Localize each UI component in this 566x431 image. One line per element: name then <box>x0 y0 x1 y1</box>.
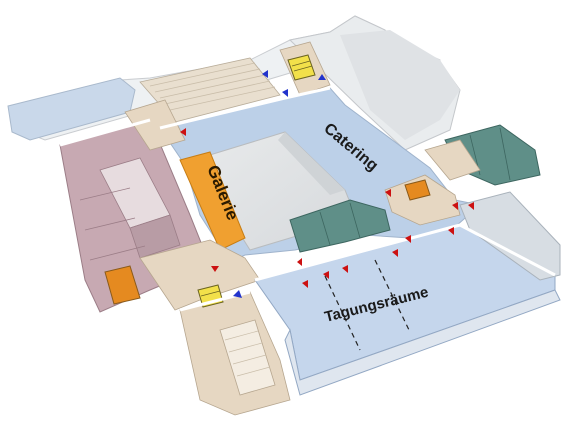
stairs-icon <box>139 57 281 123</box>
triangle-arrow-red-icon <box>468 202 474 210</box>
triangle-arrow-red-icon <box>323 271 329 279</box>
room-orange-right <box>404 179 431 201</box>
conference-hall <box>254 191 561 396</box>
beige-rooms-lower <box>139 239 291 416</box>
triangle-arrow-blue-icon <box>262 70 268 78</box>
triangle-arrow-red-icon <box>448 227 454 235</box>
beige-rooms-right <box>384 139 481 226</box>
triangle-arrow-red-icon <box>211 266 219 272</box>
triangle-arrow-red-icon <box>342 265 348 273</box>
triangle-arrow-red-icon <box>452 202 458 210</box>
triangle-arrow-red-icon <box>297 258 302 266</box>
galerie-area <box>179 151 246 251</box>
partition-line <box>324 275 361 351</box>
triangle-arrow-red-icon <box>392 249 398 257</box>
beige-rooms-top <box>124 41 331 151</box>
triangle-arrow-red-icon <box>405 235 411 243</box>
triangle-arrow-blue-icon <box>233 290 242 298</box>
triangle-arrow-blue-icon <box>282 89 288 97</box>
triangle-arrow-blue-icon <box>318 74 326 80</box>
elevator-icon <box>287 54 316 81</box>
triangle-arrow-red-icon <box>385 189 391 197</box>
stairs-icon <box>219 319 276 396</box>
arrows-blue <box>233 70 326 298</box>
arrows-red <box>180 128 474 288</box>
triangle-arrow-red-icon <box>180 128 186 136</box>
partition-line <box>374 259 411 333</box>
triangle-arrow-red-icon <box>302 280 308 288</box>
room-orange-left <box>104 265 141 305</box>
